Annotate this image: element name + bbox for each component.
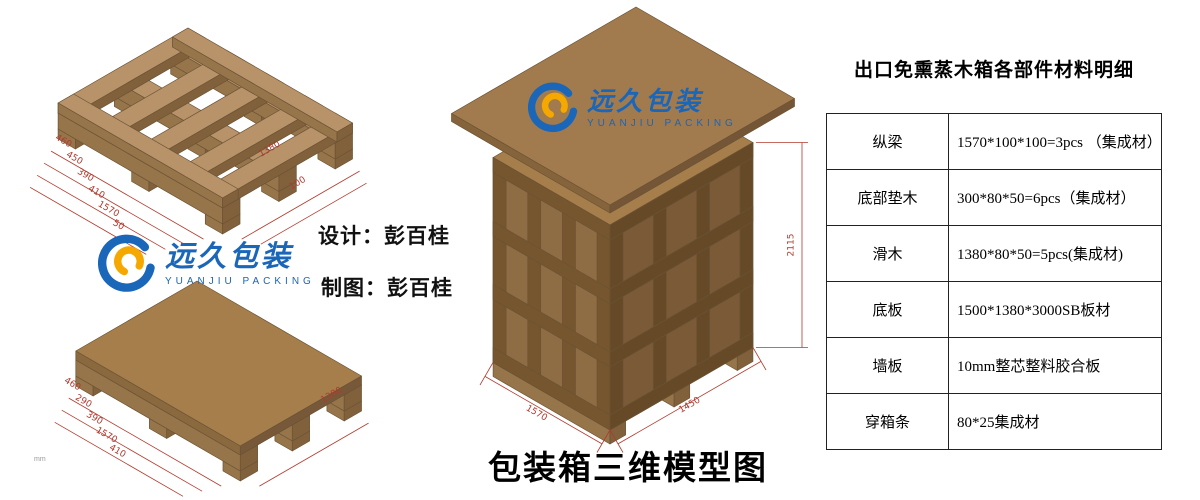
table-row: 底板 1500*1380*3000SB板材 bbox=[826, 281, 1162, 338]
part-name: 底板 bbox=[826, 281, 949, 338]
part-spec: 10mm整芯整料胶合板 bbox=[948, 337, 1162, 394]
part-spec: 1500*1380*3000SB板材 bbox=[948, 281, 1162, 338]
crate-drawing bbox=[451, 6, 808, 453]
table-row: 滑木 1380*80*50=5pcs(集成材) bbox=[826, 225, 1162, 282]
logo-subtitle: YUANJIU PACKING bbox=[165, 276, 315, 287]
sheet-title: 包装箱三维模型图 bbox=[488, 449, 768, 486]
table-row: 墙板 10mm整芯整料胶合板 bbox=[826, 337, 1162, 394]
table-row: 底部垫木 300*80*50=6pcs（集成材） bbox=[826, 169, 1162, 226]
materials-panel: 出口免熏蒸木箱各部件材料明细 纵梁 1570*100*100=3pcs （集成材… bbox=[826, 55, 1162, 450]
logo-swirl-icon bbox=[528, 82, 578, 133]
part-spec: 1570*100*100=3pcs （集成材） bbox=[948, 113, 1162, 170]
materials-title: 出口免熏蒸木箱各部件材料明细 bbox=[853, 60, 1134, 81]
part-spec: 80*25集成材 bbox=[948, 393, 1162, 450]
pallet-deck-drawing bbox=[54, 280, 369, 497]
draft-credit: 制图：彭百桂 bbox=[321, 277, 453, 300]
part-name: 穿箱条 bbox=[826, 393, 949, 450]
design-credit: 设计：彭百桂 bbox=[318, 225, 450, 248]
logo-name: 远久包装 bbox=[165, 241, 294, 273]
materials-table: 纵梁 1570*100*100=3pcs （集成材） 底部垫木 300*80*5… bbox=[826, 113, 1162, 450]
part-name: 底部垫木 bbox=[826, 169, 949, 226]
part-spec: 1380*80*50=5pcs(集成材) bbox=[948, 225, 1162, 282]
pallet-skeleton-drawing bbox=[30, 27, 367, 255]
table-row: 穿箱条 80*25集成材 bbox=[826, 393, 1162, 450]
part-spec: 300*80*50=6pcs（集成材） bbox=[948, 169, 1162, 226]
logo-name: 远久包装 bbox=[587, 86, 704, 116]
lid-logo: 远久包装 YUANJIU PACKING bbox=[528, 82, 737, 134]
dimension-label: 2115 bbox=[786, 233, 797, 257]
part-name: 墙板 bbox=[826, 337, 949, 394]
part-name: 纵梁 bbox=[826, 113, 949, 170]
table-row: 纵梁 1570*100*100=3pcs （集成材） bbox=[826, 113, 1162, 170]
logo-subtitle: YUANJIU PACKING bbox=[587, 118, 737, 129]
part-name: 滑木 bbox=[826, 225, 949, 282]
logo-swirl-icon bbox=[98, 234, 155, 292]
brand-logo: 远久包装 YUANJIU PACKING bbox=[98, 234, 315, 294]
unit-note: mm bbox=[34, 456, 46, 463]
